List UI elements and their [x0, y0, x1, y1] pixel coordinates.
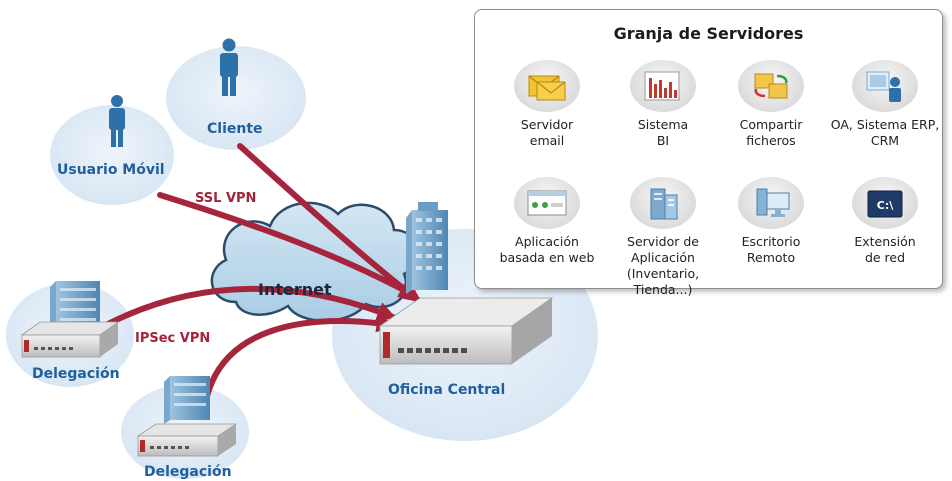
cmd-prompt-glyph: C:\ [877, 199, 894, 212]
app-name-line1: Extensión [854, 234, 916, 249]
app-server-icon [650, 188, 678, 220]
app-name-line1: Sistema [637, 117, 689, 132]
delegacion-label-2: Delegación [144, 464, 232, 480]
oficina-central-label: Oficina Central [388, 382, 506, 398]
delegacion1-building-icon [50, 281, 100, 331]
app-name-line2: Remoto [746, 250, 796, 265]
app-server: Servidor de Aplicación(Inventario, Tiend… [605, 177, 721, 298]
app-name-line2: ficheros [746, 133, 796, 148]
delegacion1-firewall-icon [20, 321, 120, 358]
network-extension-icon: C:\ [867, 190, 903, 218]
app-erp: OA, Sistema ERP,CRM [827, 60, 943, 149]
tunnel-usuario [157, 192, 419, 299]
cliente-halo [166, 46, 306, 150]
usuario-movil-label: Usuario Móvil [57, 162, 165, 178]
tunnel-cliente [237, 143, 422, 303]
server-farm-title: Granja de Servidores [613, 24, 804, 43]
tunnel-delegacion1 [101, 285, 397, 329]
ssl-vpn-label: SSL VPN [195, 191, 257, 206]
cliente-person-icon [220, 38, 238, 96]
web-app-icon [527, 190, 567, 216]
app-name-line1: Compartir [739, 117, 803, 132]
app-name-line1: Servidor de Aplicación [627, 234, 699, 265]
tunnel-delegacion2 [204, 313, 396, 399]
app-name-line2: basada en web [499, 250, 595, 265]
app-name-line1: Aplicación [515, 234, 579, 249]
usuario-halo [50, 105, 174, 205]
email-icon [528, 75, 566, 101]
file-share-icon [754, 73, 788, 99]
app-name-line1: Escritorio [741, 234, 801, 249]
bi-chart-icon [644, 71, 680, 101]
cliente-label: Cliente [207, 121, 263, 137]
app-name-line2: de red [864, 250, 906, 265]
ipsec-vpn-label: IPSec VPN [135, 331, 211, 346]
remote-desktop-icon [756, 188, 790, 217]
app-name-line2: (Inventario, Tienda...) [626, 266, 700, 297]
app-name-line2: CRM [870, 133, 900, 148]
app-name-line2: email [529, 133, 565, 148]
delegacion2-firewall-icon [136, 423, 238, 457]
delegacion-label-1: Delegación [32, 366, 120, 382]
central-building-icon [406, 202, 448, 294]
usuario-person-icon [109, 95, 125, 147]
internet-label: Internet [258, 280, 332, 299]
app-name-line1: OA, Sistema ERP, [830, 117, 940, 132]
delegacion2-building-icon [164, 376, 210, 424]
app-name-line1: Servidor [520, 117, 574, 132]
erp-icon [866, 71, 901, 102]
app-name-line2: BI [656, 133, 670, 148]
central-firewall-icon [378, 297, 554, 365]
